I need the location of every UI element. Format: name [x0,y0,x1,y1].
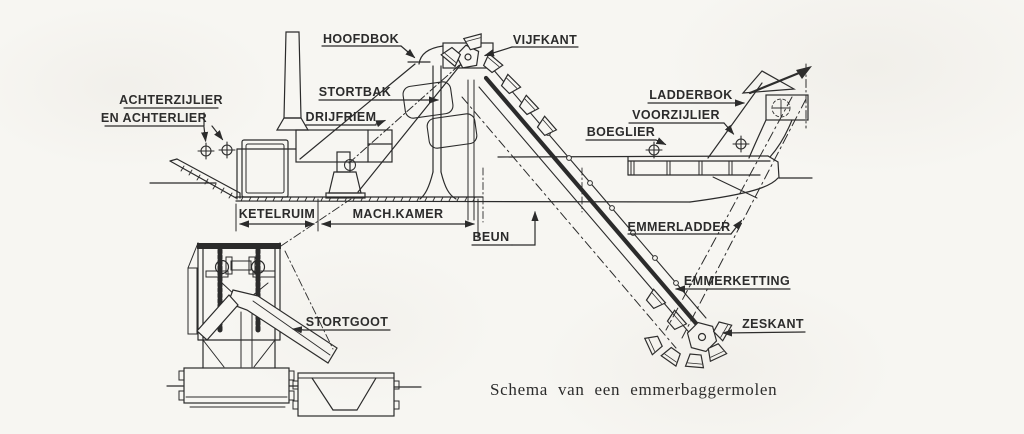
label-emmerladder: EMMERLADDER [627,220,730,234]
projection-line-lower [284,250,334,350]
winch-symbols [197,135,750,160]
bottom-tumbler [643,288,733,369]
gantry-mast [707,82,763,159]
achterlier-winch-icon [197,142,215,160]
label-drijfriem: DRIJFRIEM [306,110,377,124]
bow-rake [689,177,779,203]
figure-caption: Schema van een emmerbaggermolen [490,380,777,399]
funnel [275,31,310,131]
side-view [149,31,813,369]
label-machkamer: MACH.KAMER [353,207,444,221]
ladder-hoist-wire [681,98,807,339]
label-stortbak: STORTBAK [319,85,391,99]
label-hoofdbok: HOOFDBOK [323,32,399,46]
labels: ACHTERZIJLIER EN ACHTERLIER HOOFDBOK VIJ… [101,32,804,399]
front-view [166,198,422,417]
hopper-barge [292,372,400,417]
label-achterzijlier-line1: ACHTERZIJLIER [119,93,223,107]
bulwark-stanchions [630,160,733,176]
stortgoot-chute [196,282,338,364]
boeglier-winch-icon [645,141,663,159]
leader-lines [104,45,806,337]
boiler-casing [295,129,393,163]
stortbak-chutes [402,81,478,149]
dimension-lines [235,198,479,239]
label-stortgoot: STORTGOOT [306,315,389,329]
drive-belt-line [348,59,466,164]
sprocket-right [250,259,266,275]
label-emmerketting: EMMERKETTING [684,274,790,288]
label-vijfkant: VIJFKANT [513,33,577,47]
label-ladderbok: LADDERBOK [649,88,732,102]
voorzijlier-winch-icon [732,135,750,153]
hoofdbok-frame [299,45,466,200]
label-voorzijlier: VOORZIJLIER [632,108,720,122]
deckhouse [241,139,289,198]
label-beun: BEUN [472,230,509,244]
zeskant-hexagon [686,321,718,353]
drawing [104,31,813,417]
back-leg [357,62,463,193]
label-boeglier: BOEGLIER [587,125,655,139]
chain-return-line [461,96,677,349]
ladder-hoist-wire-2 [665,96,793,331]
achterzijlier-winch-icon [218,141,236,159]
bottom-hatching [240,196,476,202]
label-achterzijlier-line2: EN ACHTERLIER [101,111,207,125]
ladderbok-gantry [665,63,812,339]
gantry-arrow-tip [796,66,812,79]
hull [149,148,813,223]
pontoon-front [178,367,295,408]
aft-stay [299,63,416,160]
sprocket-left [214,259,230,275]
projection-line-upper [280,198,352,247]
stern-hatching [180,165,233,199]
ladder-girder [483,75,703,331]
label-ketelruim: KETELRUIM [239,207,316,221]
label-zeskant: ZESKANT [742,317,804,331]
